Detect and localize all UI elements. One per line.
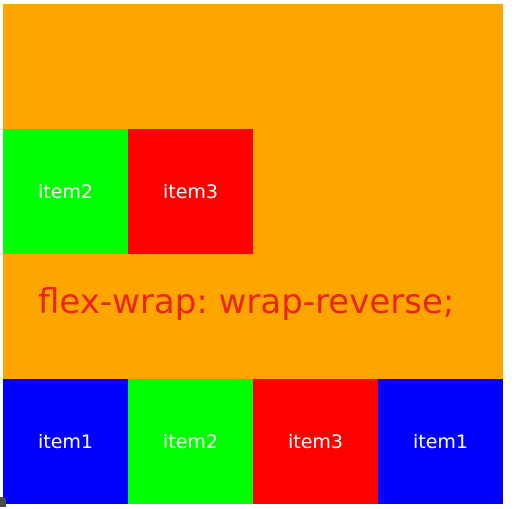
window-corner-handle [0,497,6,507]
flex-item-label: item3 [162,180,218,203]
flex-item-label: item1 [412,430,468,453]
flex-item: item2 [128,379,253,504]
flex-item-label: item2 [162,430,218,453]
flex-wrap-caption: flex-wrap: wrap-reverse; [38,282,455,322]
flex-line-top: item2 item3 [3,129,253,254]
flex-item-label: item1 [37,430,93,453]
flex-item: item1 [378,379,503,504]
flex-item: item3 [128,129,253,254]
flex-line-bottom: item1 item2 item3 item1 [3,379,503,504]
flex-item-label: item2 [37,180,93,203]
flex-container: item2 item3 flex-wrap: wrap-reverse; ite… [3,4,503,504]
flex-item: item1 [3,379,128,504]
flex-item-label: item3 [287,430,343,453]
flex-item: item2 [3,129,128,254]
flex-item: item3 [253,379,378,504]
